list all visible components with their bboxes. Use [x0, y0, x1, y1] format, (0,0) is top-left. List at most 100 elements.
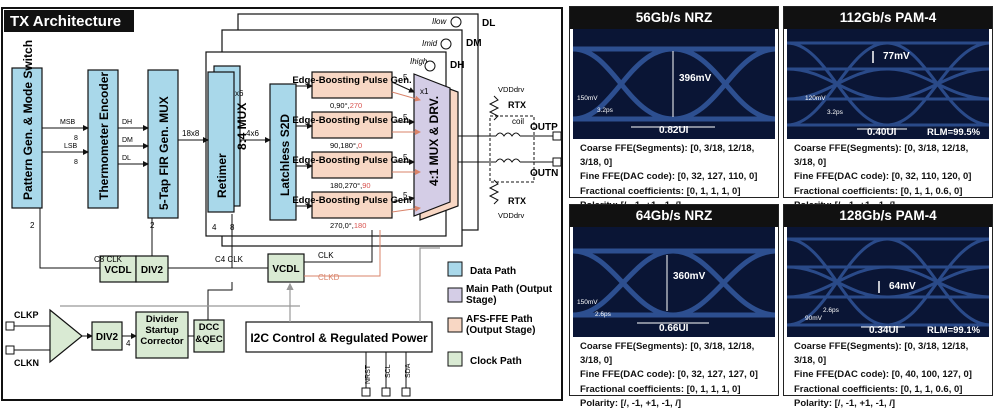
label-8to4-mux: 8:4 MUX	[235, 103, 249, 150]
eye-width: 0.82UI	[659, 125, 689, 136]
block-vcdl-1	[99, 255, 137, 283]
label-ebpg-4: Edge-Boosting Pulse Gen.	[292, 195, 411, 206]
label-4to1-mux: 4:1 MUX & DRV.	[427, 96, 441, 186]
label-nrst: NRST	[365, 364, 372, 384]
eye-diagram-128g: 64mV 0.34UI RLM=99.1% 90mV 2.6ps	[787, 227, 989, 337]
panel-title: 64Gb/s NRZ	[570, 205, 778, 227]
eye-amplitude: 396mV	[679, 73, 712, 84]
panel-title: 128Gb/s PAM-4	[784, 205, 992, 227]
label-clk: CLK	[318, 251, 334, 260]
bus-5-a: 5	[403, 73, 408, 82]
label-scl: SCL	[385, 364, 392, 378]
note-fine-ffe: Fine FFE(DAC code): [0, 32, 127, 127, 0]	[580, 369, 758, 381]
label-pattern-gen: Pattern Gen. & Mode Switch	[21, 40, 35, 200]
label-retimer: Retimer	[215, 153, 229, 198]
bus-4-a: 4	[212, 223, 217, 232]
block-div2-2	[91, 321, 123, 351]
eye-svg	[573, 46, 775, 128]
block-retimer	[207, 71, 235, 213]
coil-box	[489, 115, 535, 183]
inductor-p-icon	[495, 132, 521, 137]
scale-vertical: 120mV	[805, 95, 826, 102]
label-div2-2: DIV2	[96, 332, 119, 343]
pad-outn	[552, 157, 562, 167]
scale-vertical: 150mV	[577, 299, 598, 306]
panel-title: 56Gb/s NRZ	[570, 7, 778, 29]
label-vdd-bot: VDDdrv	[498, 211, 525, 220]
clock-buffer-icon	[49, 308, 83, 364]
eye-diagram-112g: 77mV 0.40UI RLM=99.5% 120mV 3.2ps	[787, 29, 989, 139]
panel-notes: Coarse FFE(Segments): [0, 3/18, 12/18, 3…	[570, 337, 778, 411]
panel-128g-pam4: 128Gb/s PAM-4 64mV 0.34UI RLM=99.1% 90mV…	[783, 204, 993, 409]
phase-label-4: 270,0°,180	[330, 221, 366, 230]
note-coarse-ffe: Coarse FFE(Segments): [0, 3/18, 12/18, 3…	[580, 341, 755, 367]
block-divider-startup	[135, 311, 189, 359]
inductor-n-icon	[495, 158, 521, 163]
block-4to1-mux-main	[413, 73, 451, 217]
label-x1: x1	[420, 87, 429, 96]
block-ebpg-2	[311, 111, 393, 139]
current-source-mid-icon	[440, 38, 452, 50]
scale-time: 2.6ps	[823, 307, 839, 314]
eye-svg	[573, 248, 775, 324]
panel-56g-nrz: 56Gb/s NRZ 396mV 0.82UI 150mV 3.2ps Coar…	[569, 6, 779, 211]
block-latchless-s2d	[269, 83, 297, 221]
label-rtx-top: RTX	[508, 100, 526, 110]
label-latchless-s2d: Latchless S2D	[278, 114, 292, 196]
bus-4-b: 4	[126, 339, 131, 348]
pad-nrst	[361, 387, 371, 397]
bus-5-d: 5	[403, 191, 408, 200]
eye-svg	[787, 41, 989, 130]
label-c8clk: C8 CLK	[94, 255, 123, 264]
label-clkd: CLKD	[318, 273, 340, 282]
label-clkp: CLKP	[14, 310, 39, 320]
block-i2c-control	[245, 321, 433, 353]
panel-notes: Coarse FFE(Segments): [0, 3/18, 12/18, 3…	[570, 139, 778, 213]
label-ebpg-3: Edge-Boosting Pulse Gen.	[292, 155, 411, 166]
label-dh: DH	[450, 60, 464, 71]
pad-sda	[401, 387, 411, 397]
label-ilow: Ilow	[432, 17, 447, 26]
phase-label-2: 90,180°,0	[330, 141, 362, 150]
eye-rlm: RLM=99.1%	[927, 325, 981, 336]
label-imid: Imid	[422, 39, 438, 48]
diagram-title: TX Architecture	[10, 13, 121, 30]
block-thermometer-encoder	[87, 69, 119, 209]
bus-5-b: 5	[403, 113, 408, 122]
label-vcdl-2: VCDL	[272, 264, 299, 275]
panel-title: 112Gb/s PAM-4	[784, 7, 992, 29]
legend-label-afs: AFS-FFE Path (Output Stage)	[466, 314, 536, 336]
bus-8-b: 8	[74, 159, 78, 166]
label-ebpg-2: Edge-Boosting Pulse Gen.	[292, 115, 411, 126]
tx-architecture-diagram: TX Architecture DL DM DH Ilow Imid Ihigh…	[1, 7, 563, 401]
panel-112g-pam4: 112Gb/s PAM-4 77mV 0.40UI RLM=99.5% 120m…	[783, 6, 993, 211]
label-clkn: CLKN	[14, 358, 39, 368]
note-fractional: Fractional coefficients: [0, 1, 1, 1, 0]	[580, 383, 741, 395]
label-ihigh: Ihigh	[410, 57, 428, 66]
divider-startup-text-wrap: Divider Startup Corrector	[140, 314, 183, 347]
eye-diagram-panels: 56Gb/s NRZ 396mV 0.82UI 150mV 3.2ps Coar…	[565, 0, 999, 409]
scale-vertical: 150mV	[577, 95, 598, 102]
label-dl: DL	[482, 18, 495, 29]
scale-time: 2.6ps	[595, 311, 611, 318]
label-c4clk: C4 CLK	[215, 255, 244, 264]
panel-notes: Coarse FFE(Segments): [0, 3/18, 12/18, 3…	[784, 139, 992, 213]
bus-8-a: 8	[74, 135, 78, 142]
label-coil: coil	[512, 117, 524, 126]
legend-label-main: Main Path (Output Stage)	[466, 284, 553, 306]
label-div2-1: DIV2	[141, 265, 164, 276]
eye-width: 0.66UI	[659, 323, 689, 334]
phase-label-3: 180,270°,90	[330, 181, 371, 190]
label-thermometer-encoder: Thermometer Encoder	[97, 72, 111, 200]
label-x6: x6	[235, 89, 244, 98]
eye-amplitude: 77mV	[883, 51, 910, 62]
diagram-frame	[1, 7, 563, 401]
label-rtx-bot: RTX	[508, 196, 526, 206]
tap-dh: DH	[122, 119, 132, 126]
legend-swatch-clock	[447, 351, 463, 367]
bus-4x6: 4x6	[246, 129, 259, 138]
block-pattern-gen	[11, 67, 43, 209]
legend-main-wrap: Main Path (Output Stage)	[466, 284, 553, 306]
note-fractional: Fractional coefficients: [0, 1, 1, 0.6, …	[794, 383, 963, 395]
pad-clkn	[5, 345, 15, 355]
